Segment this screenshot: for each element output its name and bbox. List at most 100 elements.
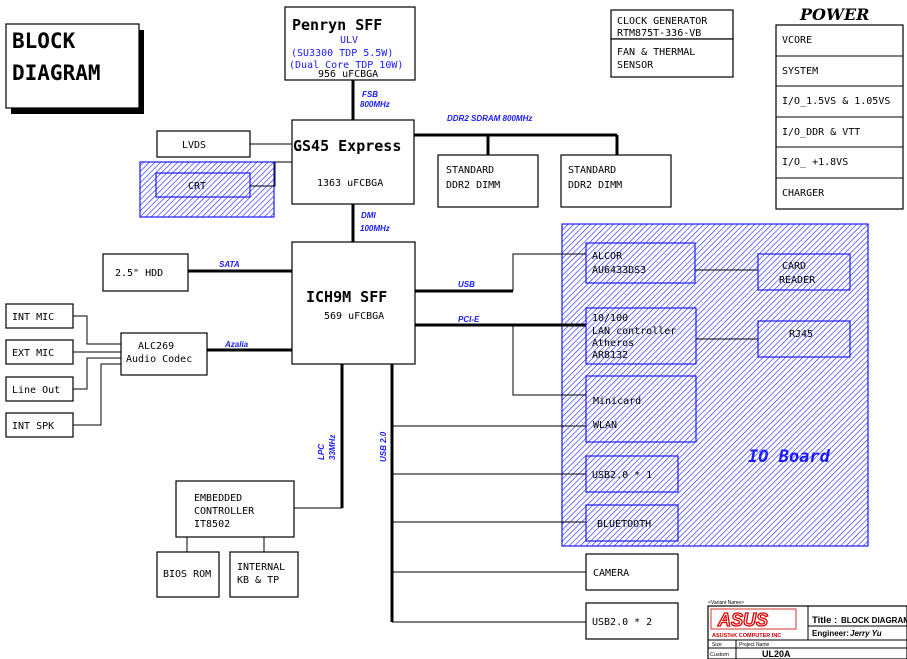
asus-logo: ASUS	[717, 610, 768, 630]
engineer-value: Jerry Yu	[850, 629, 882, 638]
line-out-wire	[73, 357, 121, 390]
crt-wire	[250, 161, 292, 187]
pcie-minicard-wire	[512, 325, 586, 396]
power-io-18vs: I/O_ +1.8VS	[782, 157, 848, 168]
power-io-ddr: I/O_DDR & VTT	[782, 127, 860, 138]
pcie-label: PCI-E	[458, 315, 480, 324]
lan-line3: Atheros	[592, 338, 634, 349]
clock-line2: RTM875T-336-VB	[617, 28, 701, 39]
dmi-speed-label: 100MHz	[360, 224, 390, 233]
audio-line1: ALC269	[138, 341, 174, 352]
fsb-speed-label: 800MHz	[360, 100, 390, 109]
camera-label: CAMERA	[593, 568, 629, 579]
power-title: POWER	[799, 5, 869, 24]
kb-tp-block	[229, 551, 299, 598]
asus-logo-frame	[710, 608, 797, 630]
kb-line1: INTERNAL	[237, 562, 285, 573]
usb-io-label: USB2.0 * 1	[592, 470, 652, 481]
int-mic-block	[5, 303, 74, 329]
alcor-block	[585, 242, 696, 284]
lvds-block	[156, 130, 251, 158]
size-label: Size	[712, 642, 722, 648]
minicard-block	[585, 375, 697, 443]
ec-line2: CONTROLLER	[194, 506, 255, 517]
lan-line1: 10/100	[592, 313, 628, 324]
crt-area: CRT	[139, 161, 275, 218]
northbridge-name: GS45 Express	[293, 137, 401, 155]
card-line1: CARD	[782, 261, 806, 272]
southbridge-name: ICH9M SFF	[306, 288, 387, 306]
kb-line2: KB & TP	[237, 575, 279, 586]
bios-rom-block	[156, 551, 220, 598]
audio-codec-block	[120, 332, 208, 376]
dimm2-line2: DDR2 DIMM	[568, 180, 622, 191]
cpu-sub3: (Dual Core TDP 10W)	[289, 60, 403, 71]
company-name: ASUSTeK COMPUTER INC	[712, 633, 781, 639]
int-spk-block	[5, 412, 74, 438]
cpu-sub2: (SU3300 TDP 5.5W)	[291, 48, 393, 59]
bios-label: BIOS ROM	[163, 569, 211, 580]
power-system: SYSTEM	[782, 66, 818, 77]
clock-line1: CLOCK GENERATOR	[617, 16, 708, 27]
usb-main-block	[585, 602, 679, 640]
ddr2-label: DDR2 SDRAM 800MHz	[447, 114, 532, 123]
lan-block	[585, 307, 697, 365]
int-mic-label: INT MIC	[12, 312, 54, 323]
bluetooth-block	[585, 504, 679, 542]
northbridge-package: 1363 uFCBGA	[317, 178, 383, 189]
title-line1: BLOCK	[12, 29, 76, 53]
usb20-label: USB 2.0	[379, 431, 388, 462]
fan-line1: FAN & THERMAL	[617, 47, 695, 58]
southbridge-block: ICH9M SFF 569 uFCBGA	[291, 241, 416, 365]
ext-mic-block	[5, 339, 74, 365]
bluetooth-label: BLUETOOTH	[597, 519, 651, 530]
title-label: Title :	[812, 615, 837, 626]
lpc-speed-label: 33MHz	[328, 435, 337, 460]
cpu-sub1: ULV	[340, 35, 358, 46]
usb-label: USB	[458, 280, 475, 289]
clock-block	[610, 9, 734, 40]
dimm1-line1: STANDARD	[446, 165, 494, 176]
dimm2-block	[560, 154, 672, 208]
lan-line2: LAN controller	[592, 326, 676, 337]
hdd-label: 2.5" HDD	[115, 268, 163, 279]
crt-label: CRT	[188, 181, 206, 192]
engineer-label: Engineer:	[812, 629, 849, 638]
alcor-line1: ALCOR	[592, 251, 623, 262]
int-mic-wire	[73, 315, 121, 345]
cpu-package: 956 uFCBGA	[318, 69, 378, 80]
alcor-line2: AU6433DS3	[592, 265, 646, 276]
int-spk-label: INT SPK	[12, 421, 54, 432]
dimm1-line2: DDR2 DIMM	[446, 180, 500, 191]
title-block: <Variant Name> ASUS ASUSTeK COMPUTER INC…	[707, 600, 907, 659]
sata-label: SATA	[219, 260, 240, 269]
ec-line1: EMBEDDED	[194, 493, 242, 504]
diagram-title: BLOCK DIAGRAM	[5, 23, 144, 114]
lan-line4: AR8132	[592, 350, 628, 361]
title-line2: DIAGRAM	[12, 61, 101, 85]
card-reader-block	[757, 253, 851, 291]
wlan-label: WLAN	[593, 420, 617, 431]
cpu-name: Penryn SFF	[292, 16, 382, 34]
dimm1-block	[437, 154, 539, 208]
usb-alcor-wire	[512, 253, 586, 291]
fan-line2: SENSOR	[617, 60, 654, 71]
cpu-block: Penryn SFF ULV (SU3300 TDP 5.5W) (Dual C…	[284, 6, 416, 81]
power-vcore: VCORE	[782, 35, 812, 46]
card-line2: READER	[779, 275, 816, 286]
line-out-block	[5, 376, 74, 402]
title-value: BLOCK DIAGRAM	[841, 616, 907, 625]
lpc-label: LPC	[317, 444, 326, 460]
minicard-label: Minicard	[593, 396, 641, 407]
variant-label: <Variant Name>	[708, 600, 744, 606]
usb-io-block	[585, 455, 679, 493]
fan-block	[610, 38, 734, 78]
hdd-block	[102, 253, 189, 292]
lvds-label: LVDS	[182, 140, 206, 151]
project-value: UL20A	[762, 649, 791, 659]
power-charger: CHARGER	[782, 188, 825, 199]
ec-block	[175, 480, 295, 538]
int-spk-wire	[73, 363, 121, 426]
line-out-label: Line Out	[12, 385, 60, 396]
